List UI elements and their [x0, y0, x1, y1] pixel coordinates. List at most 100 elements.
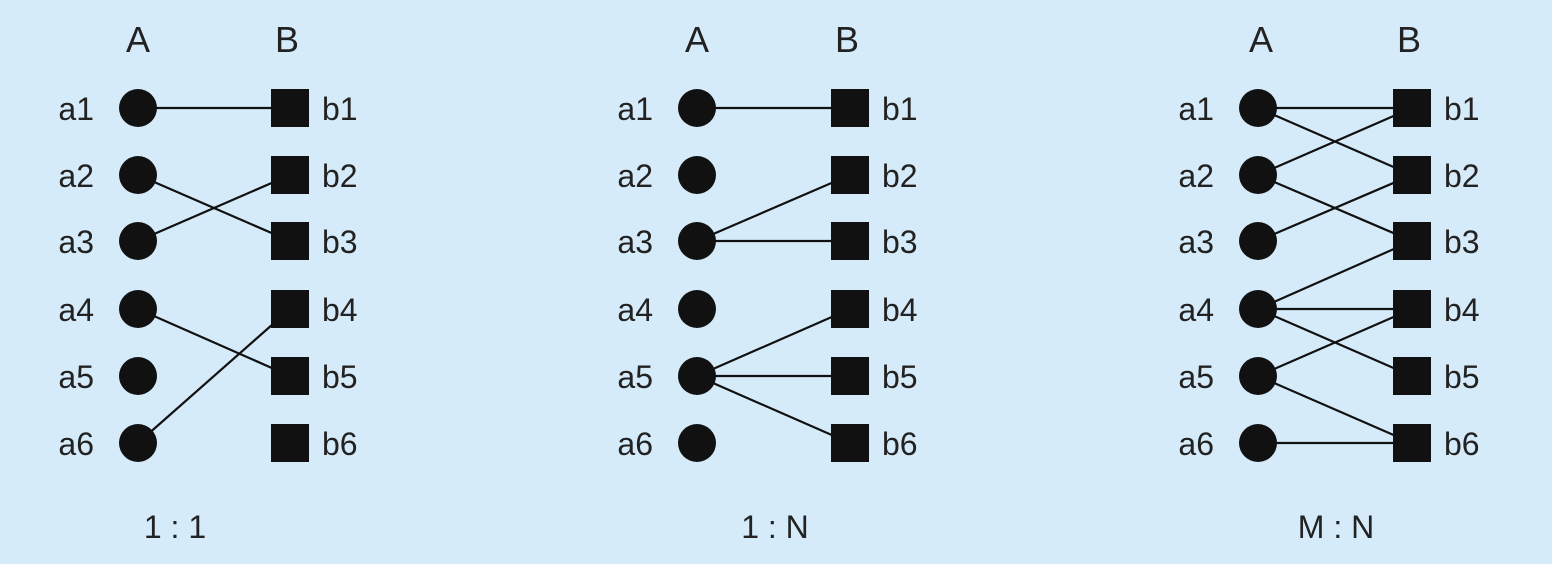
entity-b-label: b4 [882, 292, 918, 328]
panel-many-to-many: A B a1 a2 a3 a4 a5 a6 b1 b2 b3 b4 b5 b6 M : N [1178, 19, 1479, 545]
entity-b-node-b6 [1393, 424, 1431, 462]
edge-a5-b6 [1257, 374, 1413, 445]
header-a: A [126, 19, 150, 60]
entity-b-label: b6 [882, 426, 918, 462]
entity-b-node-b4 [271, 290, 309, 328]
entity-a-label: a5 [58, 359, 94, 395]
header-a: A [685, 19, 709, 60]
caption: 1 : N [741, 509, 809, 545]
edge-a3-b2 [137, 173, 291, 243]
edge-a3-b2 [1257, 173, 1413, 243]
entity-b-node-b6 [271, 424, 309, 462]
entity-a-node-a3 [678, 222, 716, 260]
entity-a-label: a4 [617, 292, 653, 328]
entity-a-label: a6 [617, 426, 653, 462]
entity-a-label: a3 [1178, 224, 1214, 260]
entity-a-node-a4 [1239, 290, 1277, 328]
entity-b-node-b3 [831, 222, 869, 260]
entity-b-node-b1 [271, 89, 309, 127]
header-b: B [1397, 19, 1421, 60]
entity-b-label: b4 [1444, 292, 1480, 328]
entity-a-node-a2 [1239, 156, 1277, 194]
entity-b-node-b2 [1393, 156, 1431, 194]
entity-b-node-b3 [271, 222, 309, 260]
panel-one-to-one: A B a1 a2 a3 a4 a5 a6 b1 b2 b3 b4 b5 b6 1 : 1 [58, 19, 357, 545]
caption: 1 : 1 [144, 509, 206, 545]
entity-a-label: a1 [617, 91, 653, 127]
entity-b-node-b4 [1393, 290, 1431, 328]
entity-a-node-a6 [1239, 424, 1277, 462]
edge-a5-b6 [696, 374, 851, 445]
caption: M : N [1298, 509, 1374, 545]
entity-a-node-a3 [1239, 222, 1277, 260]
entity-a-label: a3 [58, 224, 94, 260]
edge-a4-b3 [1257, 239, 1413, 311]
entity-a-node-a2 [119, 156, 157, 194]
edge-a5-b4 [696, 307, 851, 378]
entity-a-label: a4 [58, 292, 94, 328]
entity-a-node-a1 [119, 89, 157, 127]
entity-a-node-a5 [678, 357, 716, 395]
entity-b-label: b3 [882, 224, 918, 260]
entity-b-label: b2 [1444, 158, 1480, 194]
node-group: a1 a2 a3 a4 a5 a6 b1 b2 b3 b4 b5 b6 [1178, 89, 1480, 462]
entity-b-node-b5 [1393, 357, 1431, 395]
entity-b-label: b2 [322, 158, 358, 194]
edge-group [137, 106, 291, 444]
entity-b-node-b2 [271, 156, 309, 194]
entity-b-node-b5 [271, 357, 309, 395]
entity-b-label: b6 [1444, 426, 1480, 462]
entity-a-label: a1 [1178, 91, 1214, 127]
entity-a-node-a4 [119, 290, 157, 328]
entity-a-label: a6 [1178, 426, 1214, 462]
edge-a4-b5 [137, 307, 291, 378]
entity-b-label: b4 [322, 292, 358, 328]
entity-a-node-a5 [119, 357, 157, 395]
entity-a-node-a1 [678, 89, 716, 127]
entity-a-node-a5 [1239, 357, 1277, 395]
entity-a-node-a6 [678, 424, 716, 462]
entity-b-label: b1 [882, 91, 918, 127]
entity-b-label: b5 [882, 359, 918, 395]
entity-a-label: a2 [58, 158, 94, 194]
entity-a-node-a3 [119, 222, 157, 260]
edge-group [1257, 106, 1413, 445]
entity-a-node-a1 [1239, 89, 1277, 127]
header-b: B [835, 19, 859, 60]
edge-a5-b4 [1257, 307, 1413, 378]
entity-a-label: a3 [617, 224, 653, 260]
entity-a-label: a5 [1178, 359, 1214, 395]
entity-a-label: a6 [58, 426, 94, 462]
entity-a-label: a5 [617, 359, 653, 395]
entity-a-label: a4 [1178, 292, 1214, 328]
entity-b-label: b1 [322, 91, 358, 127]
entity-b-node-b1 [831, 89, 869, 127]
entity-b-label: b1 [1444, 91, 1480, 127]
entity-b-label: b5 [322, 359, 358, 395]
entity-b-node-b3 [1393, 222, 1431, 260]
entity-a-node-a4 [678, 290, 716, 328]
edge-a6-b4 [137, 308, 291, 444]
entity-b-node-b1 [1393, 89, 1431, 127]
panel-one-to-many: A B a1 a2 a3 a4 a5 a6 b1 b2 b3 b4 b5 b6 1 : N [617, 19, 917, 545]
edge-group [696, 106, 851, 445]
entity-b-node-b4 [831, 290, 869, 328]
entity-b-label: b6 [322, 426, 358, 462]
entity-a-label: a2 [1178, 158, 1214, 194]
entity-b-node-b2 [831, 156, 869, 194]
entity-b-node-b6 [831, 424, 869, 462]
entity-b-label: b5 [1444, 359, 1480, 395]
entity-b-node-b5 [831, 357, 869, 395]
entity-a-label: a2 [617, 158, 653, 194]
edge-a3-b2 [696, 173, 851, 243]
edge-a2-b1 [1257, 106, 1413, 177]
header-b: B [275, 19, 299, 60]
entity-a-node-a6 [119, 424, 157, 462]
header-a: A [1249, 19, 1273, 60]
entity-a-label: a1 [58, 91, 94, 127]
entity-b-label: b3 [322, 224, 358, 260]
entity-b-label: b2 [882, 158, 918, 194]
entity-b-label: b3 [1444, 224, 1480, 260]
